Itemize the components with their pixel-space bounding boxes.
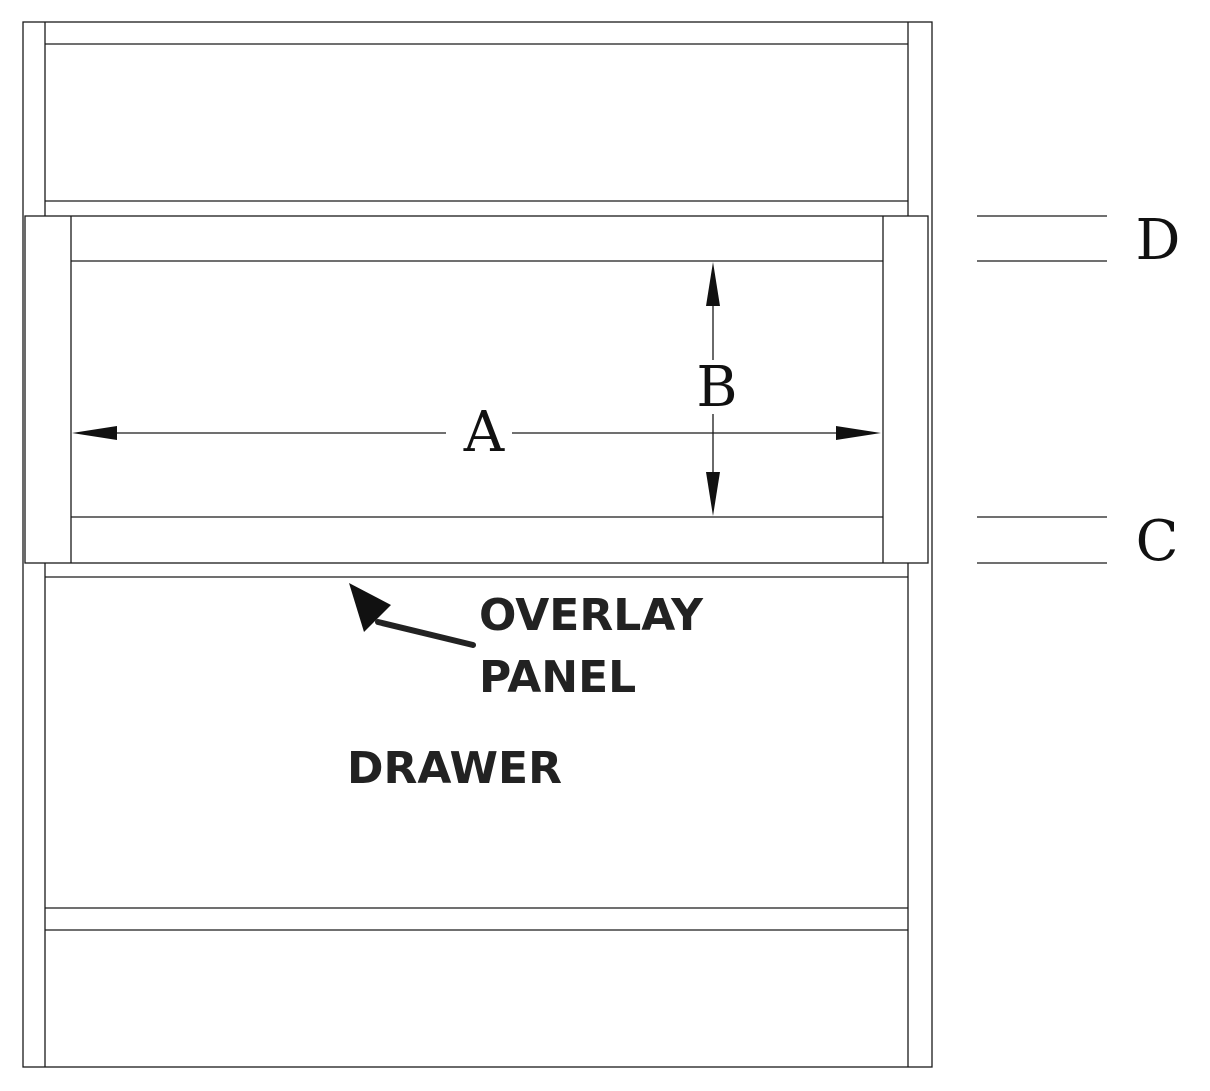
overlay-leader-line (375, 619, 476, 648)
dimension-d: D (977, 208, 1180, 273)
dimension-a: A (72, 400, 881, 465)
overlay-panel-callout: OVERLAY PANEL (349, 583, 704, 703)
dimension-c: C (977, 509, 1178, 574)
overlay-panel-outline (24, 215, 929, 564)
dimension-d-label: D (1136, 208, 1181, 273)
cabinet-frame (22, 21, 933, 1068)
dimension-b: B (696, 262, 738, 516)
dimension-b-arrow-down-icon (706, 472, 720, 516)
cabinet-outer-edge (22, 21, 933, 1068)
dimension-b-arrow-up-icon (706, 262, 720, 306)
dimension-a-arrow-left-icon (72, 426, 117, 440)
drawer-label: DRAWER (347, 743, 562, 794)
dimension-c-label: C (1136, 509, 1179, 574)
overlay-panel (24, 215, 929, 564)
dimension-b-label: B (696, 355, 737, 420)
dimension-a-label: A (463, 400, 505, 465)
overlay-leader-arrow-icon (349, 583, 391, 632)
overlay-label-line2: PANEL (479, 652, 636, 703)
dimension-a-arrow-right-icon (836, 426, 881, 440)
overlay-label-line1: OVERLAY (479, 590, 704, 641)
